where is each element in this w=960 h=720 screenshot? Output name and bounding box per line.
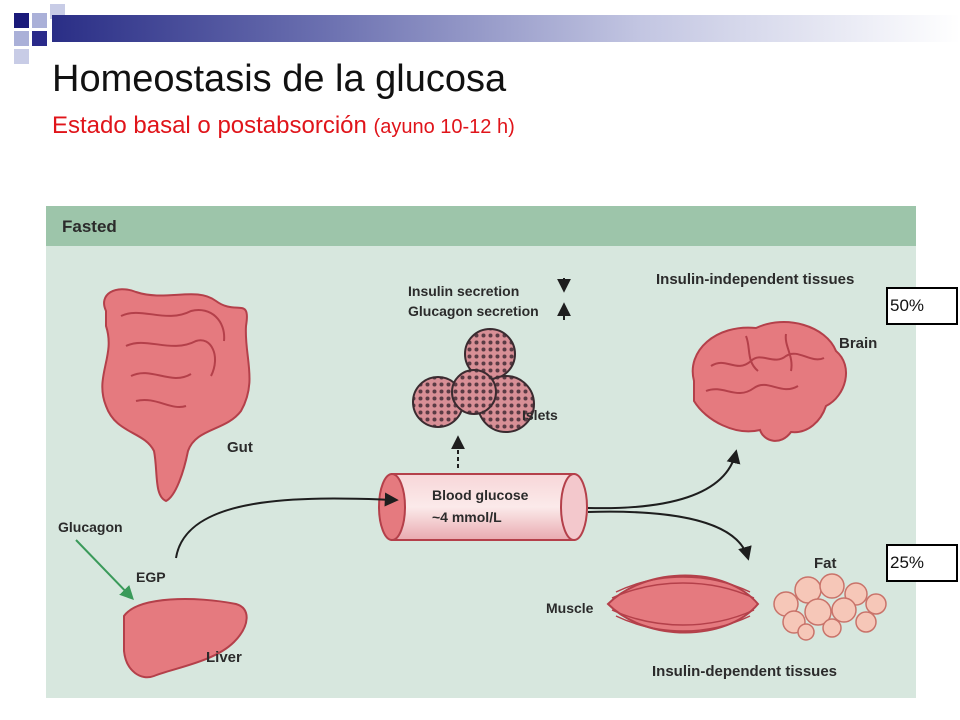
blood-glucose-vessel <box>378 473 588 541</box>
corner-square-4 <box>14 31 29 46</box>
insulin-secretion-label: Insulin secretion <box>408 283 519 299</box>
brain-organ <box>691 321 847 442</box>
muscle-fat-percentage-box: 25% <box>886 544 958 582</box>
egp-to-blood-arrow <box>175 492 399 559</box>
islets-icon <box>412 328 535 433</box>
blood-glucose-value: ~4 mmol/L <box>432 509 502 525</box>
liver-organ <box>123 598 248 679</box>
blood-to-muscle-fat-arrow <box>587 510 752 561</box>
fasted-diagram: Fasted Gut Insulin secretion Glucagon se… <box>46 206 916 698</box>
header-label: Fasted <box>62 217 117 236</box>
liver-label: Liver <box>206 649 242 666</box>
insulin-independent-label: Insulin-independent tissues <box>656 271 854 288</box>
corner-square-1 <box>14 13 29 28</box>
corner-square-6 <box>14 49 29 64</box>
fat-tissue <box>773 573 887 641</box>
glucagon-arrow <box>75 539 134 601</box>
brain-label: Brain <box>839 335 877 352</box>
insulin-dependent-label: Insulin-dependent tissues <box>652 663 837 680</box>
gut-organ <box>101 288 251 503</box>
subtitle-paren: (ayuno 10-12 h) <box>373 116 515 138</box>
islets-label: Islets <box>522 407 558 423</box>
slide-title: Homeostasis de la glucosa <box>52 58 507 100</box>
glucagon-label: Glucagon <box>58 519 123 535</box>
egp-label: EGP <box>136 569 166 585</box>
fat-label: Fat <box>814 555 837 572</box>
panel-header <box>46 206 916 246</box>
corner-square-5 <box>32 31 47 46</box>
slide-subtitle: Estado basal o postabsorción (ayuno 10-1… <box>52 112 515 140</box>
muscle-label: Muscle <box>546 600 594 616</box>
glucagon-secretion-label: Glucagon secretion <box>408 303 539 319</box>
fasted-state-figure: Fasted Gut Insulin secretion Glucagon se… <box>46 206 916 698</box>
title-gradient-bar <box>52 15 960 42</box>
subtitle-main: Estado basal o postabsorción <box>52 112 367 139</box>
muscle-tissue <box>606 574 760 634</box>
gut-label: Gut <box>227 439 253 456</box>
blood-to-brain-arrow <box>587 449 741 510</box>
brain-percentage-box: 50% <box>886 287 958 325</box>
blood-glucose-label: Blood glucose <box>432 487 529 503</box>
corner-square-2 <box>32 13 47 28</box>
